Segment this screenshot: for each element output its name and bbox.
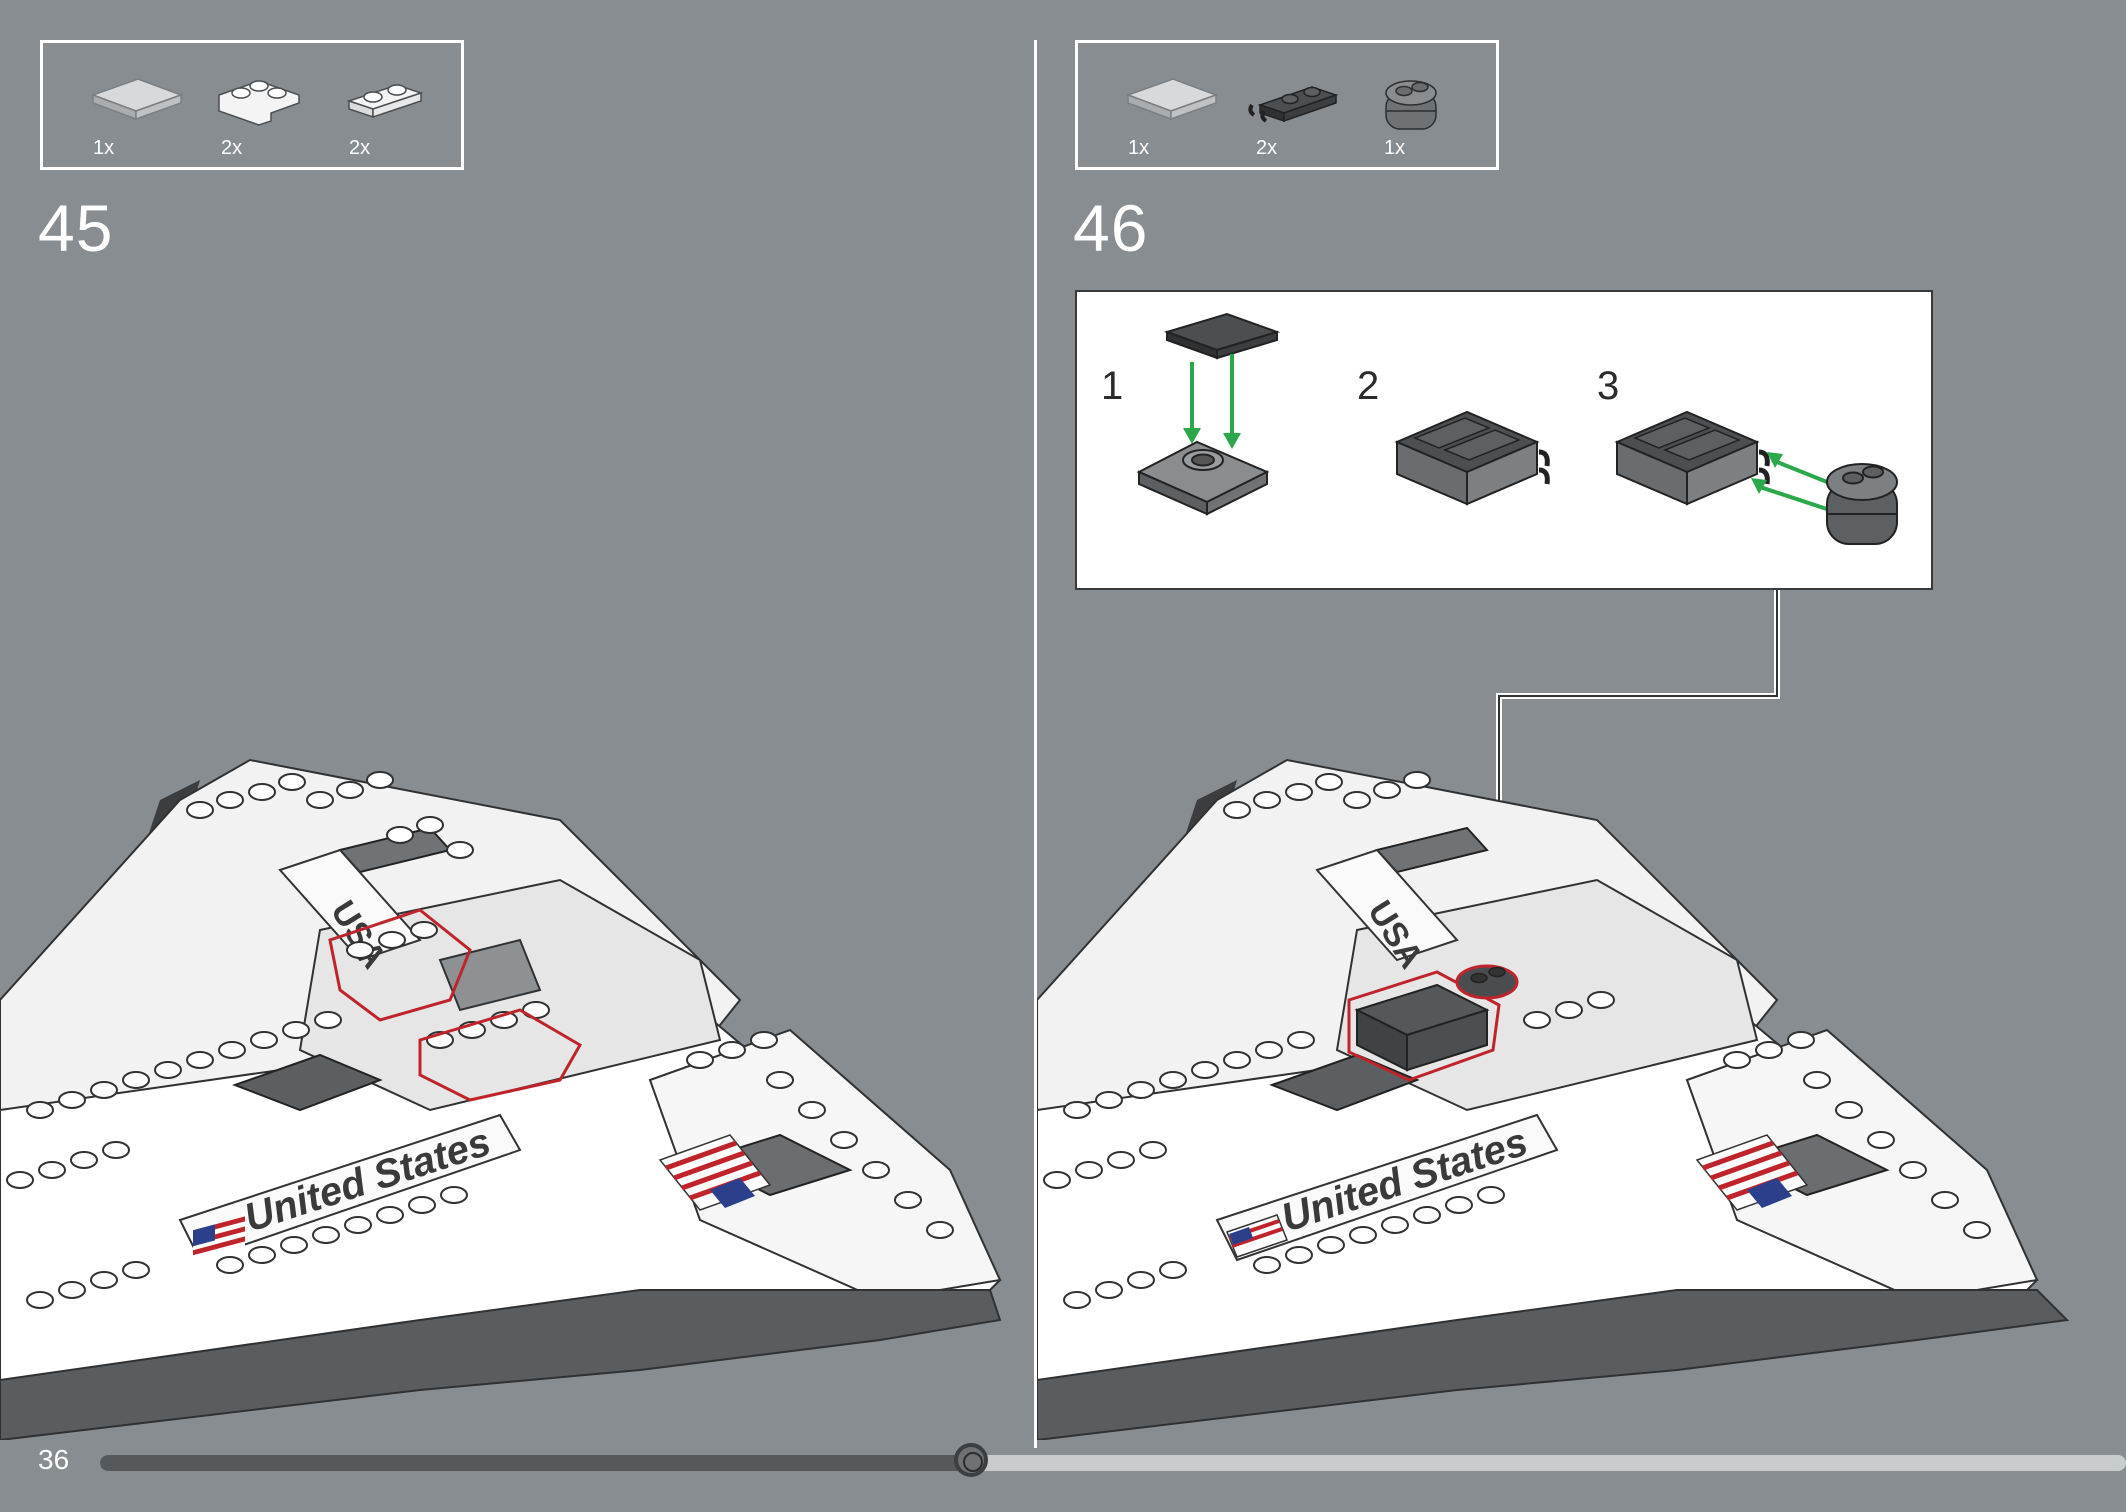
sub-step-3-diagram [1614,410,1898,545]
sub-step-3: 3 [1597,292,1931,588]
progress-bar[interactable] [100,1443,2126,1477]
stud-rows [1043,771,1991,1309]
part-qty: 2x [1256,137,1278,159]
sub-assembly-callout: 1 2 [1075,290,1933,590]
page-number: 36 [38,1444,70,1475]
sub-step-2: 2 [1357,292,1617,588]
part-plate-clip: 2x [1246,65,1356,165]
us-flag-icon [658,1134,772,1211]
progress-fill [100,1455,972,1471]
part-qty: 1x [1384,137,1406,159]
sub-step-label: 3 [1597,364,1620,408]
step-number: 45 [38,191,114,265]
right-page: 1x 2x 1x 46 1 [1037,0,2126,1512]
round-brick-icon [1385,80,1437,130]
plate-1x2-icon [346,84,424,119]
parts-list-step-45: 1x 2x 2x [40,40,464,170]
page-divider [1034,40,1037,1448]
sub-step-2-diagram [1394,410,1550,506]
part-qty: 1x [1128,137,1150,159]
tile-2x2-icon [90,78,184,121]
part-tile-2x2: 1x [1118,65,1228,165]
part-brick-round: 1x [1374,65,1484,165]
part-plate-1x2: 2x [339,65,449,165]
part-qty: 1x [93,137,115,159]
us-flag-icon [1695,1134,1809,1211]
part-plate-corner: 2x [211,65,321,165]
tile-2x2-icon [1125,78,1219,121]
step-number: 46 [1073,191,1149,265]
parts-list-step-46: 1x 2x 1x [1075,40,1499,170]
us-flag-icon [1226,1214,1288,1258]
progress-knob[interactable] [954,1443,989,1477]
us-flag-icon [193,1216,245,1265]
shuttle-model-step-46: USA United States [1037,590,2070,1440]
left-page: 1x 2x 2x 45 [0,0,1034,1512]
sub-step-label: 1 [1101,364,1124,408]
stud-rows [6,771,954,1309]
part-qty: 2x [349,137,371,159]
corner-plate-icon [218,80,300,126]
part-tile-2x2: 1x [83,65,193,165]
clip-plate-icon [1248,86,1339,123]
sub-step-1: 1 [1077,292,1357,588]
sub-step-label: 2 [1357,364,1380,408]
part-qty: 2x [221,137,243,159]
shuttle-model-step-45: USA United States [0,758,1002,1440]
sub-step-1-diagram [1136,312,1281,516]
